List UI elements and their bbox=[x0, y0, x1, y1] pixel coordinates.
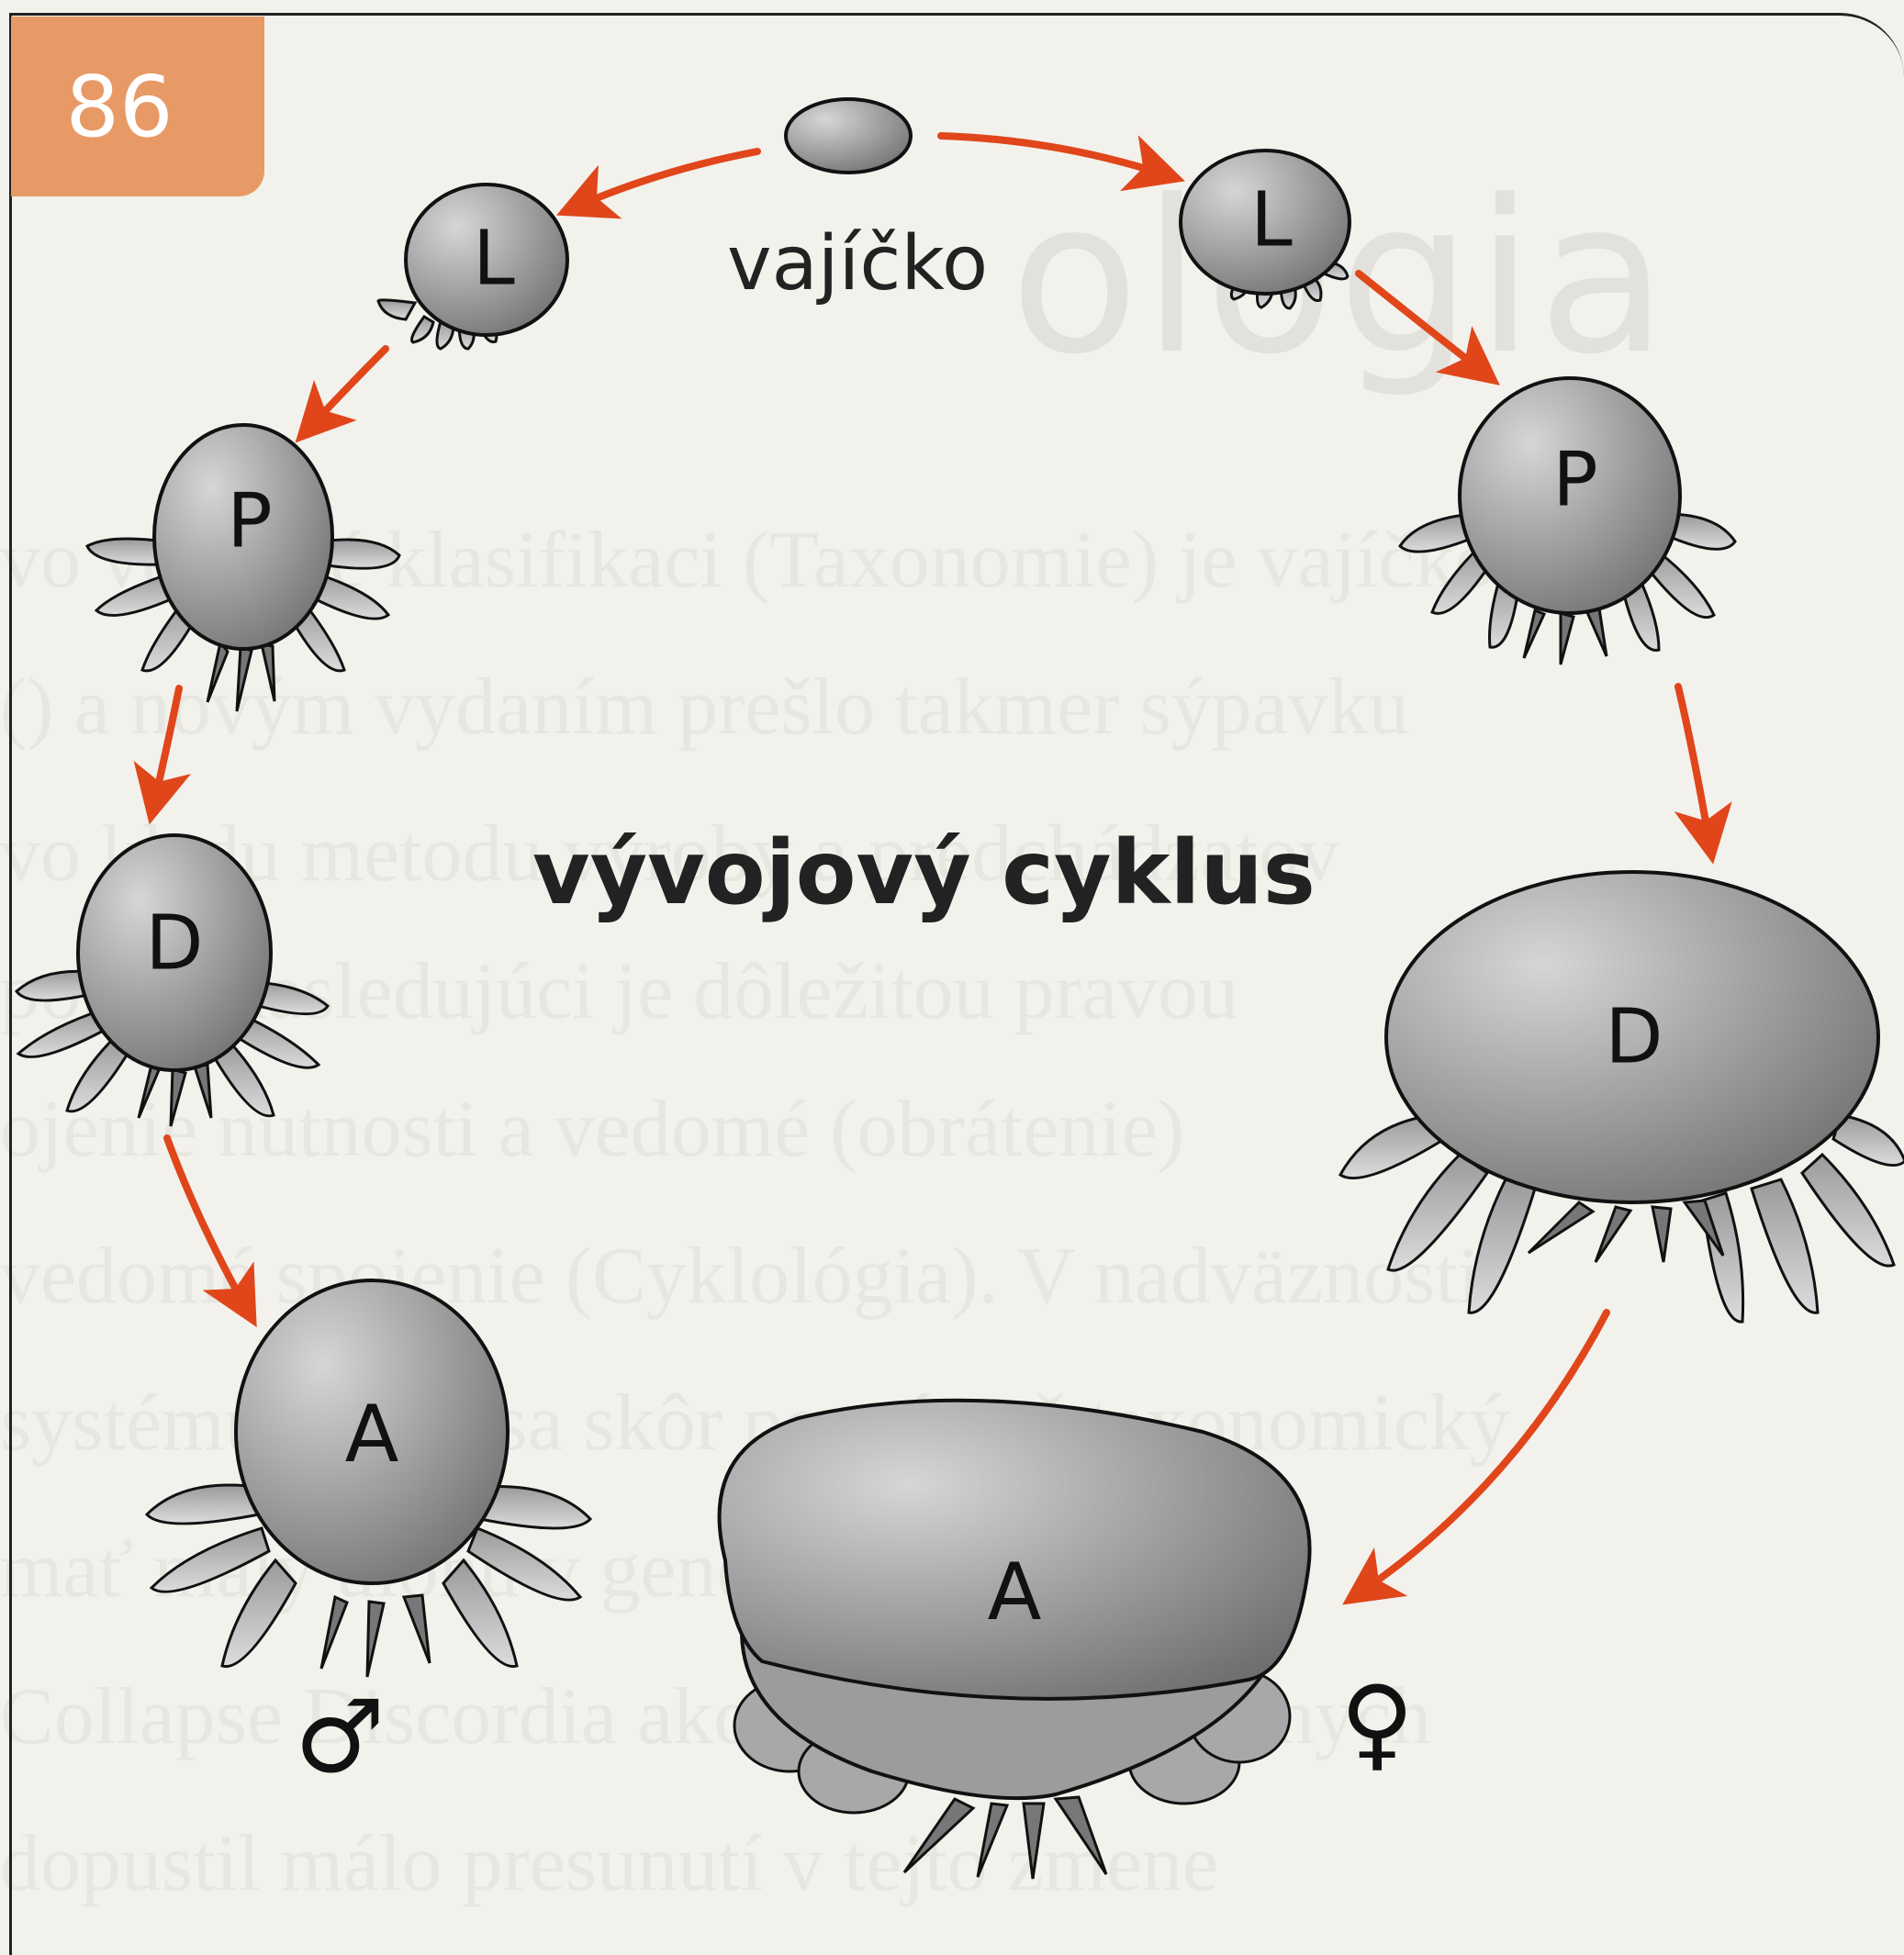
female-deutonymph-letter: D bbox=[1605, 994, 1663, 1081]
arrow-female-protonymph-to-deutonymph bbox=[1678, 687, 1709, 843]
mouthparts bbox=[207, 642, 274, 711]
male-deutonymph-stage: D bbox=[17, 835, 328, 1126]
mouthparts bbox=[1529, 1201, 1723, 1262]
diagram-title: vývojový cyklus bbox=[532, 821, 1316, 924]
male-symbol: ♂ bbox=[295, 1678, 386, 1795]
male-deutonymph-letter: D bbox=[145, 900, 203, 988]
arrow-egg-to-female-larva bbox=[941, 136, 1164, 174]
egg-stage bbox=[786, 99, 911, 173]
female-protonymph-stage: P bbox=[1400, 378, 1735, 665]
arrow-female-larva-to-protonymph bbox=[1359, 274, 1483, 372]
male-larva-letter: L bbox=[473, 216, 515, 303]
male-larva-stage: L bbox=[378, 184, 567, 349]
female-larva-stage: L bbox=[1181, 151, 1350, 308]
arrow-male-deutonymph-to-adult bbox=[167, 1138, 246, 1308]
female-symbol: ♀ bbox=[1340, 1664, 1415, 1782]
egg-shape bbox=[786, 99, 911, 173]
mouthparts bbox=[321, 1595, 430, 1677]
male-adult-letter: A bbox=[345, 1389, 399, 1480]
female-protonymph-letter: P bbox=[1552, 437, 1597, 524]
arrow-male-larva-to-protonymph bbox=[310, 349, 386, 427]
egg-label: vajíčko bbox=[727, 220, 988, 307]
male-protonymph-stage: P bbox=[87, 425, 399, 711]
arrow-female-deutonymph-to-adult bbox=[1361, 1313, 1607, 1592]
female-deutonymph-stage: D bbox=[1340, 872, 1904, 1322]
male-protonymph-letter: P bbox=[227, 478, 272, 565]
arrow-egg-to-male-larva bbox=[577, 151, 757, 207]
female-adult-stage: A bbox=[720, 1401, 1310, 1879]
female-adult-letter: A bbox=[988, 1547, 1042, 1638]
mouthparts bbox=[139, 1065, 211, 1126]
mouthparts bbox=[904, 1797, 1106, 1879]
female-larva-letter: L bbox=[1250, 177, 1293, 264]
arrow-male-protonymph-to-deutonymph bbox=[154, 688, 179, 803]
mouthparts bbox=[1524, 609, 1607, 665]
male-adult-stage: A bbox=[147, 1280, 590, 1677]
